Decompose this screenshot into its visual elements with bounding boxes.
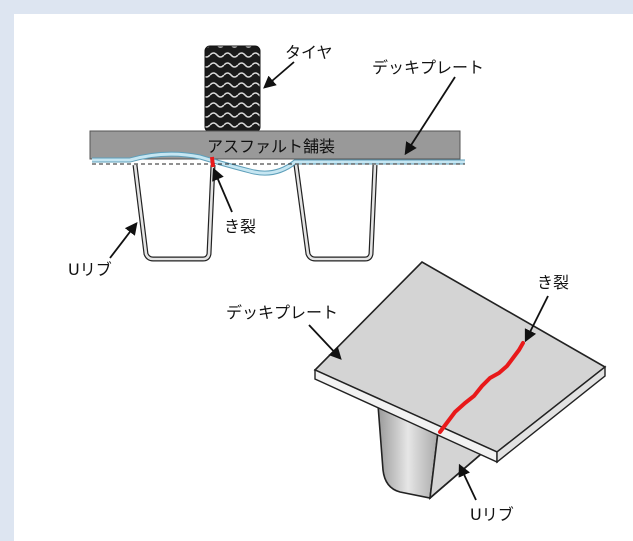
deck-plate-section [92, 151, 465, 176]
crack-label-bottom: き裂 [537, 273, 569, 292]
tire-arrow [263, 61, 295, 89]
crack-arrow-bottom [524, 295, 549, 343]
crack-label-top: き裂 [224, 217, 256, 236]
deck-plate-arrow-top [404, 76, 456, 156]
deck-plate-arrow-bottom [308, 324, 342, 360]
u-rib-left [132, 164, 216, 262]
deck-plate-label-bottom: デッキプレート [226, 303, 338, 322]
crack-mark-bottom [438, 341, 525, 434]
crack-arrow-top [212, 167, 233, 213]
asphalt-label: アスファルト舗装 [207, 137, 335, 156]
u-rib-label-top: Uリブ [68, 260, 112, 279]
tire [204, 45, 261, 133]
crack-mark-top [210, 156, 215, 168]
figure-panel [14, 14, 633, 541]
u-rib-right [293, 164, 378, 262]
u-rib-arrow-bottom [458, 463, 477, 501]
u-rib-arrow-top [109, 221, 138, 259]
tire-label: タイヤ [285, 43, 333, 62]
deck-plate-label-top: デッキプレート [372, 58, 484, 77]
u-rib-label-bottom: Uリブ [470, 505, 514, 524]
deck-plate-3d [313, 260, 607, 464]
